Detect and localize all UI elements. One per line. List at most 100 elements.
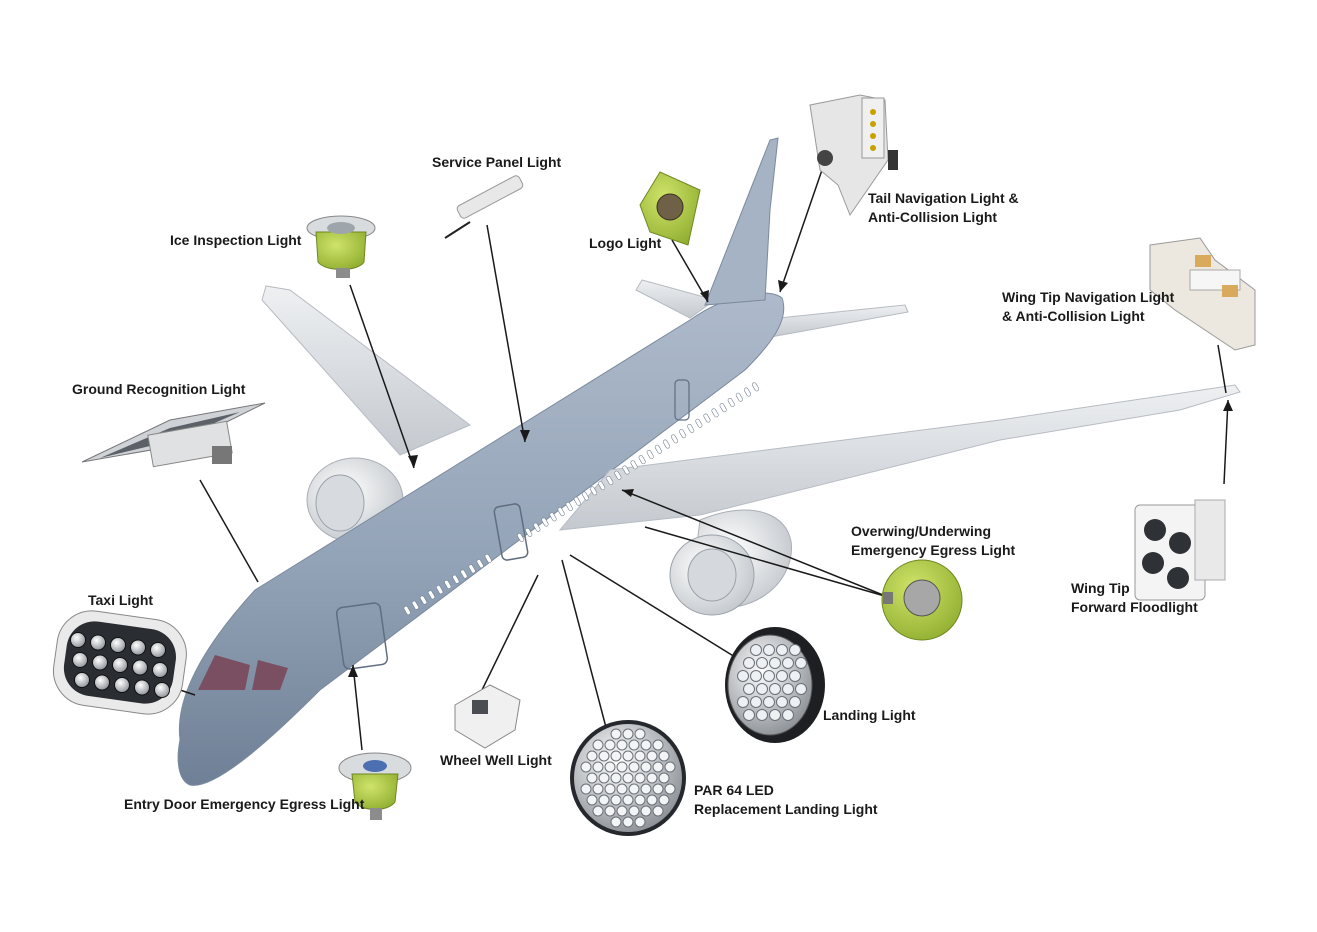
label-wheel-well-light: Wheel Well Light [440, 752, 552, 768]
label-entry-door-egress-light: Entry Door Emergency Egress Light [124, 796, 365, 812]
par64-led [592, 739, 604, 751]
taxi-led [72, 652, 88, 668]
par64-led [610, 728, 622, 740]
par64-landing-light-icon [570, 720, 686, 836]
label-line: Overwing/Underwing [851, 523, 992, 539]
landing-led [776, 696, 788, 708]
par64-led [634, 728, 646, 740]
par64-led [604, 761, 616, 773]
passenger-window [444, 579, 452, 589]
wing-tip-floodlight-icon [1134, 499, 1226, 601]
passenger-window [589, 486, 598, 496]
label-ice-inspection-light: Ice Inspection Light [170, 232, 302, 248]
passenger-window [719, 403, 727, 413]
par64-led [652, 783, 664, 795]
landing-light-leds [737, 644, 807, 721]
aircraft [177, 137, 1241, 786]
taxi-led [92, 654, 108, 671]
passenger-window [541, 517, 549, 527]
label-line: Anti-Collision Light [868, 209, 998, 225]
label-logo-light: Logo Light [589, 235, 662, 251]
label-line: Forward Floodlight [1071, 599, 1198, 615]
passenger-window [468, 564, 476, 574]
par64-leds [580, 728, 676, 828]
par64-led [646, 750, 658, 762]
taxi-led [152, 662, 168, 678]
tail-navigation-light-icon [809, 94, 898, 217]
par64-led [616, 739, 628, 751]
passenger-window [517, 533, 525, 543]
ground-recognition-light-icon [81, 402, 266, 468]
par64-led [646, 794, 658, 806]
par64-led [640, 805, 652, 817]
passenger-window [703, 413, 711, 423]
passenger-window [565, 501, 573, 511]
landing-led [737, 696, 749, 708]
label-wing-tip-floodlight: Wing Tip Forward Floodlight [1071, 579, 1198, 617]
par64-led [622, 750, 634, 762]
landing-led [756, 709, 768, 721]
landing-led [737, 670, 749, 682]
par64-led [592, 783, 604, 795]
leader-lines [179, 169, 1229, 751]
par64-led [622, 772, 634, 784]
label-wing-tip-navigation-light: Wing Tip Navigation Light & Anti-Collisi… [1002, 288, 1174, 326]
par64-led [622, 816, 634, 828]
par64-led [622, 728, 634, 740]
landing-led [795, 683, 807, 695]
landing-led [776, 644, 788, 656]
par64-led [664, 783, 676, 795]
wing-tip-navigation-light-icon [1149, 237, 1256, 351]
passenger-windows [403, 382, 760, 615]
label-ground-recognition-light: Ground Recognition Light [72, 381, 246, 397]
par64-led [628, 739, 640, 751]
passenger-window [751, 382, 760, 392]
par64-led [640, 761, 652, 773]
passenger-window [614, 470, 622, 480]
taxi-led [110, 637, 126, 653]
cockpit-windows [198, 655, 250, 690]
par64-led [652, 805, 664, 817]
passenger-window [646, 449, 654, 459]
par64-led [640, 783, 652, 795]
passenger-window [687, 423, 695, 433]
par64-led [598, 794, 610, 806]
left-stabilizer [635, 279, 717, 319]
par64-led [652, 761, 664, 773]
passenger-window [557, 507, 565, 517]
landing-led [750, 696, 762, 708]
passenger-window [743, 387, 752, 397]
passenger-window [695, 418, 703, 428]
passenger-window [622, 465, 630, 475]
vertical-tail [704, 137, 779, 306]
passenger-window [525, 527, 533, 537]
passenger-window [533, 522, 541, 532]
landing-light-icon [725, 627, 825, 743]
label-line: PAR 64 LED [694, 782, 774, 798]
entry-door-egress-light-icon [338, 752, 412, 820]
par64-led [634, 816, 646, 828]
entry-door [335, 602, 389, 670]
right-wing [558, 384, 1241, 531]
par64-led [598, 750, 610, 762]
landing-led [789, 696, 801, 708]
taxi-light-icon [52, 610, 187, 715]
overwing-egress-light-icon [881, 559, 963, 641]
par64-led [580, 783, 592, 795]
par64-led [604, 739, 616, 751]
passenger-window [630, 460, 638, 470]
label-line: Emergency Egress Light [851, 542, 1016, 558]
landing-led [795, 657, 807, 669]
landing-led [769, 709, 781, 721]
passenger-window [662, 439, 671, 449]
label-line: Tail Navigation Light & [868, 190, 1019, 206]
taxi-led [130, 639, 146, 656]
par64-led [610, 772, 622, 784]
par64-led [592, 761, 604, 773]
left-wing [261, 285, 471, 456]
landing-led [782, 709, 794, 721]
passenger-window [654, 444, 662, 454]
par64-led [586, 772, 598, 784]
passenger-window [638, 455, 646, 465]
